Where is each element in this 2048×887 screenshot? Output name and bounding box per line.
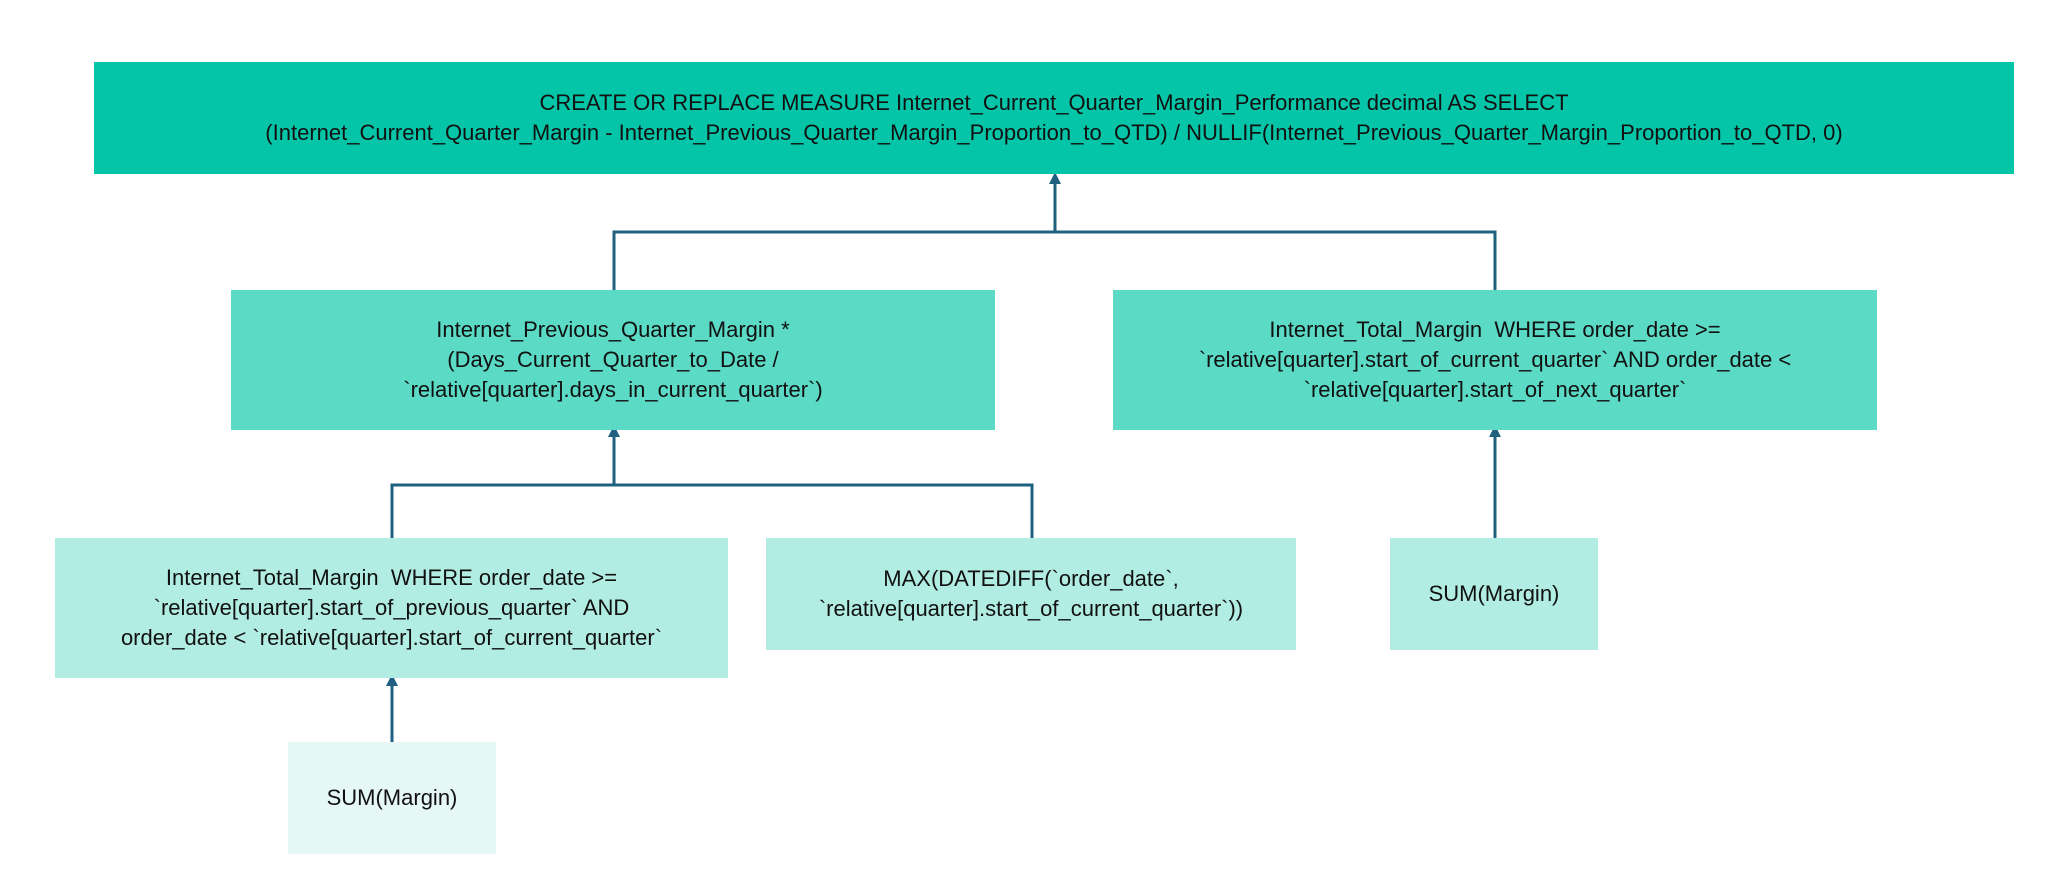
node-text-line: `relative[quarter].days_in_current_quart…: [403, 377, 823, 402]
connector-current-margin-to-root: [1055, 230, 1497, 290]
connector-days-to-date-to-proportion: [614, 483, 1034, 538]
node-text-line: `relative[quarter].start_of_previous_qua…: [153, 595, 630, 620]
previous-quarter-margin-text: Internet_Total_Margin WHERE order_date >…: [121, 563, 662, 653]
node-text-line: MAX(DATEDIFF(`order_date`,: [883, 566, 1179, 591]
node-text-line: `relative[quarter].start_of_current_quar…: [818, 596, 1244, 621]
days-to-date-text: MAX(DATEDIFF(`order_date`, `relative[qua…: [819, 564, 1243, 624]
node-text-line: Internet_Total_Margin WHERE order_date >…: [1269, 317, 1721, 342]
root-measure-node: CREATE OR REPLACE MEASURE Internet_Curre…: [94, 62, 2014, 174]
root-measure-text: CREATE OR REPLACE MEASURE Internet_Curre…: [265, 88, 1842, 148]
node-text-line: Internet_Previous_Quarter_Margin *: [436, 317, 790, 342]
node-text-line: (Days_Current_Quarter_to_Date /: [447, 347, 779, 372]
node-text-line: SUM(Margin): [326, 785, 458, 810]
node-text-line: CREATE OR REPLACE MEASURE Internet_Curre…: [539, 90, 1569, 115]
sum-margin-bottom-node: SUM(Margin): [288, 742, 496, 854]
previous-quarter-margin-node: Internet_Total_Margin WHERE order_date >…: [55, 538, 728, 678]
current-quarter-margin-text: Internet_Total_Margin WHERE order_date >…: [1199, 315, 1791, 405]
node-text-line: (Internet_Current_Quarter_Margin - Inter…: [265, 120, 1843, 145]
connector-previous-margin-to-proportion: [390, 425, 620, 538]
node-text-line: `relative[quarter].start_of_next_quarter…: [1303, 377, 1687, 402]
node-text-line: SUM(Margin): [1428, 581, 1560, 606]
sum-margin-bottom-text: SUM(Margin): [327, 783, 458, 813]
node-text-line: `relative[quarter].start_of_current_quar…: [1198, 347, 1792, 372]
previous-quarter-proportion-text: Internet_Previous_Quarter_Margin * (Days…: [403, 315, 822, 405]
previous-quarter-proportion-node: Internet_Previous_Quarter_Margin * (Days…: [231, 290, 995, 430]
sum-margin-right-node: SUM(Margin): [1390, 538, 1598, 650]
node-text-line: order_date < `relative[quarter].start_of…: [120, 625, 663, 650]
connector-previous-proportion-to-root: [612, 172, 1061, 290]
current-quarter-margin-node: Internet_Total_Margin WHERE order_date >…: [1113, 290, 1877, 430]
days-to-date-node: MAX(DATEDIFF(`order_date`, `relative[qua…: [766, 538, 1296, 650]
sum-margin-right-text: SUM(Margin): [1429, 579, 1560, 609]
node-text-line: Internet_Total_Margin WHERE order_date >…: [165, 565, 618, 590]
